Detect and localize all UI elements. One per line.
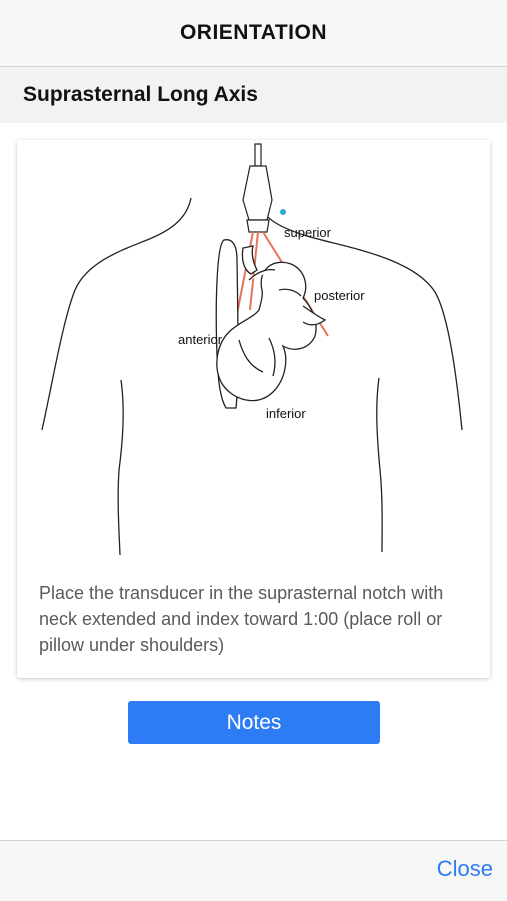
view-title: Suprasternal Long Axis bbox=[23, 83, 258, 106]
orientation-card: superior posterior anterior inferior Pla… bbox=[17, 140, 490, 678]
inferior-label: inferior bbox=[266, 406, 306, 421]
footer-toolbar: Close bbox=[0, 840, 507, 901]
section-header: Suprasternal Long Axis bbox=[0, 67, 507, 123]
superior-label: superior bbox=[284, 225, 332, 240]
page-title: ORIENTATION bbox=[179, 21, 328, 44]
transducer-orientation-illustration: superior posterior anterior inferior bbox=[41, 143, 463, 556]
anterior-label: anterior bbox=[178, 332, 223, 347]
posterior-label: posterior bbox=[314, 288, 365, 303]
heart-illustration bbox=[215, 239, 327, 409]
close-button[interactable]: Close bbox=[436, 856, 493, 881]
navigation-bar: ORIENTATION bbox=[0, 0, 507, 67]
transducer-icon bbox=[242, 143, 273, 233]
index-marker-icon bbox=[280, 209, 286, 215]
instruction-text: Place the transducer in the suprasternal… bbox=[39, 583, 444, 655]
torso-outline bbox=[41, 197, 463, 556]
notes-button[interactable]: Notes bbox=[128, 701, 380, 744]
